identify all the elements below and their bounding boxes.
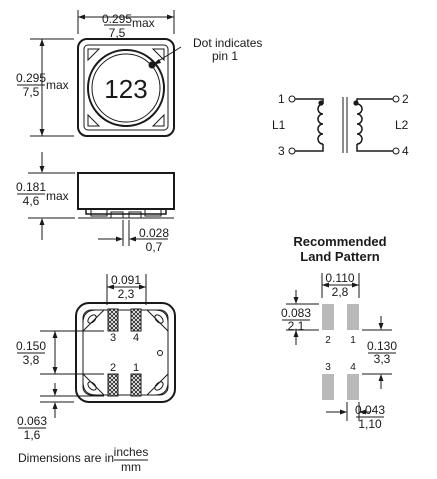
side-height-max: max — [46, 189, 69, 203]
bottom-pin-label-2: 2 — [110, 362, 116, 374]
pin1-note-line2: pin 1 — [212, 49, 238, 63]
footnote-prefix: Dimensions are in — [18, 451, 114, 465]
schematic-pin-4: 4 — [402, 144, 409, 158]
side-height-inches: 0.181 — [16, 180, 46, 194]
pin1-note-line1: Dot indicates — [193, 36, 262, 50]
land-pad-length-inches: 0.083 — [281, 306, 311, 320]
top-width-mm: 7,5 — [109, 26, 126, 40]
land-width-inches: 0.110 — [325, 271, 354, 285]
bottom-terminal-4 — [130, 308, 142, 332]
top-width-inches: 0.295 — [102, 12, 132, 26]
bottom-pin-label-3: 3 — [110, 332, 116, 344]
coil-label-l1: L1 — [272, 118, 286, 132]
units-footnote: Dimensions are in inches mm — [18, 445, 148, 474]
top-height-mm: 7,5 — [23, 85, 40, 99]
bottom-edge-offset-inches: 0.063 — [17, 414, 47, 428]
bottom-edge-offset-mm: 1,6 — [24, 428, 41, 442]
land-pad-width-mm: 1,10 — [358, 417, 382, 431]
land-pad-length-mm: 2,1 — [288, 319, 305, 333]
top-height-inches: 0.295 — [16, 71, 46, 85]
bottom-terminal-3 — [107, 308, 119, 332]
bottom-terminal-2 — [107, 373, 119, 397]
land-pattern-title-1: Recommended — [293, 234, 386, 249]
bottom-row-spacing-inches: 0.150 — [16, 339, 46, 353]
component-body-side — [77, 172, 175, 210]
component-body-top — [77, 38, 175, 137]
land-pad-2 — [322, 304, 334, 330]
land-pad-3 — [322, 374, 334, 400]
bottom-pad-width-mm: 2,3 — [118, 287, 135, 301]
land-pad-4 — [347, 374, 359, 400]
land-pin-label-1: 1 — [350, 335, 356, 346]
land-pin-label-4: 4 — [350, 362, 356, 373]
coil-label-l2: L2 — [395, 118, 409, 132]
schematic-pin-2: 2 — [402, 92, 409, 106]
land-pattern: Recommended Land Pattern 0.110 2,8 2 1 0… — [281, 234, 397, 431]
bottom-pin-label-1: 1 — [133, 362, 139, 374]
schematic-pin-3: 3 — [278, 144, 285, 158]
bottom-pad-width-inches: 0.091 — [111, 273, 141, 287]
schematic-pin-1: 1 — [278, 92, 285, 106]
land-pad-width-inches: 0.043 — [355, 403, 385, 417]
bottom-pin-label-4: 4 — [133, 332, 139, 344]
bottom-terminal-1 — [130, 373, 142, 397]
component-body-bottom — [75, 302, 176, 403]
land-pattern-title-2: Land Pattern — [300, 249, 380, 264]
top-height-max: max — [46, 78, 69, 92]
bottom-row-spacing-mm: 3,8 — [23, 353, 40, 367]
schematic: 1 3 L1 2 4 L2 — [272, 92, 409, 158]
land-row-gap-mm: 3,3 — [374, 352, 391, 366]
winding-drum — [87, 49, 165, 127]
side-view: 0.181 4,6 max 0.028 0,7 — [16, 152, 175, 254]
land-width-mm: 2,8 — [332, 285, 349, 299]
land-pin-label-2: 2 — [325, 335, 331, 346]
part-marking: 123 — [104, 74, 147, 104]
top-view: 0.295 7,5 max 0.295 7,5 max 123 Dot indi… — [16, 10, 262, 137]
top-width-max: max — [132, 16, 155, 30]
terminal-inches: 0.028 — [139, 226, 169, 240]
footnote-unit-inches: inches — [114, 445, 149, 459]
footnote-unit-mm: mm — [121, 460, 141, 474]
land-row-gap-inches: 0.130 — [367, 339, 397, 353]
land-pad-1 — [347, 304, 359, 330]
bottom-view: 0.091 2,3 3 4 2 1 0.150 3,8 — [16, 273, 176, 442]
terminal-mm: 0,7 — [146, 240, 163, 254]
land-pin-label-3: 3 — [325, 362, 331, 373]
side-height-mm: 4,6 — [23, 194, 40, 208]
